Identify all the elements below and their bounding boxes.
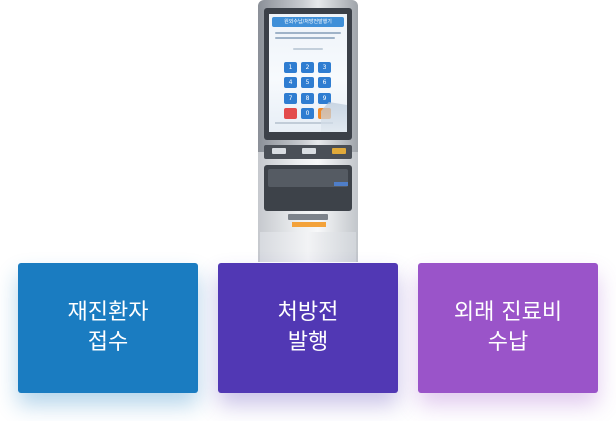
printer-panel xyxy=(264,165,352,211)
revisit-registration-card[interactable]: 재진환자 접수 xyxy=(18,263,198,393)
card-title-line1: 재진환자 xyxy=(67,300,149,325)
screen-text-line xyxy=(275,37,335,39)
input-field xyxy=(293,48,323,50)
prescription-issue-card[interactable]: 처방전 발행 xyxy=(218,263,398,393)
output-tray xyxy=(288,214,328,220)
card-reader-slot xyxy=(272,148,286,154)
screen-title: 원외수납/처방전발행기 xyxy=(272,17,344,27)
screen-footer-line xyxy=(275,122,333,124)
indicator-light xyxy=(332,148,346,154)
card-title-line2: 접수 xyxy=(87,330,129,355)
key-2: 2 xyxy=(301,62,314,73)
key-7: 7 xyxy=(284,92,297,104)
key-6: 6 xyxy=(318,77,331,89)
kiosk-base xyxy=(260,232,356,262)
key-8: 8 xyxy=(301,92,314,104)
key-9: 9 xyxy=(318,92,331,104)
receipt-slot xyxy=(302,148,316,154)
card-title-line1: 외래 진료비 xyxy=(453,300,563,325)
label-strip xyxy=(292,222,326,227)
key-0: 0 xyxy=(301,107,314,119)
card-title-line2: 발행 xyxy=(287,330,329,355)
key-delete xyxy=(284,107,297,119)
screen-text-line xyxy=(275,32,341,34)
card-title-line1: 처방전 xyxy=(277,300,339,325)
kiosk-screen: 원외수납/처방전발행기 1 2 3 4 5 6 7 8 9 0 xyxy=(269,14,347,132)
kiosk-image: 원외수납/처방전발행기 1 2 3 4 5 6 7 8 9 0 xyxy=(258,0,358,262)
slot-row xyxy=(264,145,352,159)
key-1: 1 xyxy=(284,62,297,73)
key-4: 4 xyxy=(284,77,297,89)
key-5: 5 xyxy=(301,77,314,89)
card-title-line2: 수납 xyxy=(487,330,529,355)
card-slot xyxy=(334,182,348,186)
printer-window xyxy=(268,169,348,187)
outpatient-payment-card[interactable]: 외래 진료비 수납 xyxy=(418,263,598,393)
key-3: 3 xyxy=(318,62,331,73)
building-graphic xyxy=(321,102,347,132)
